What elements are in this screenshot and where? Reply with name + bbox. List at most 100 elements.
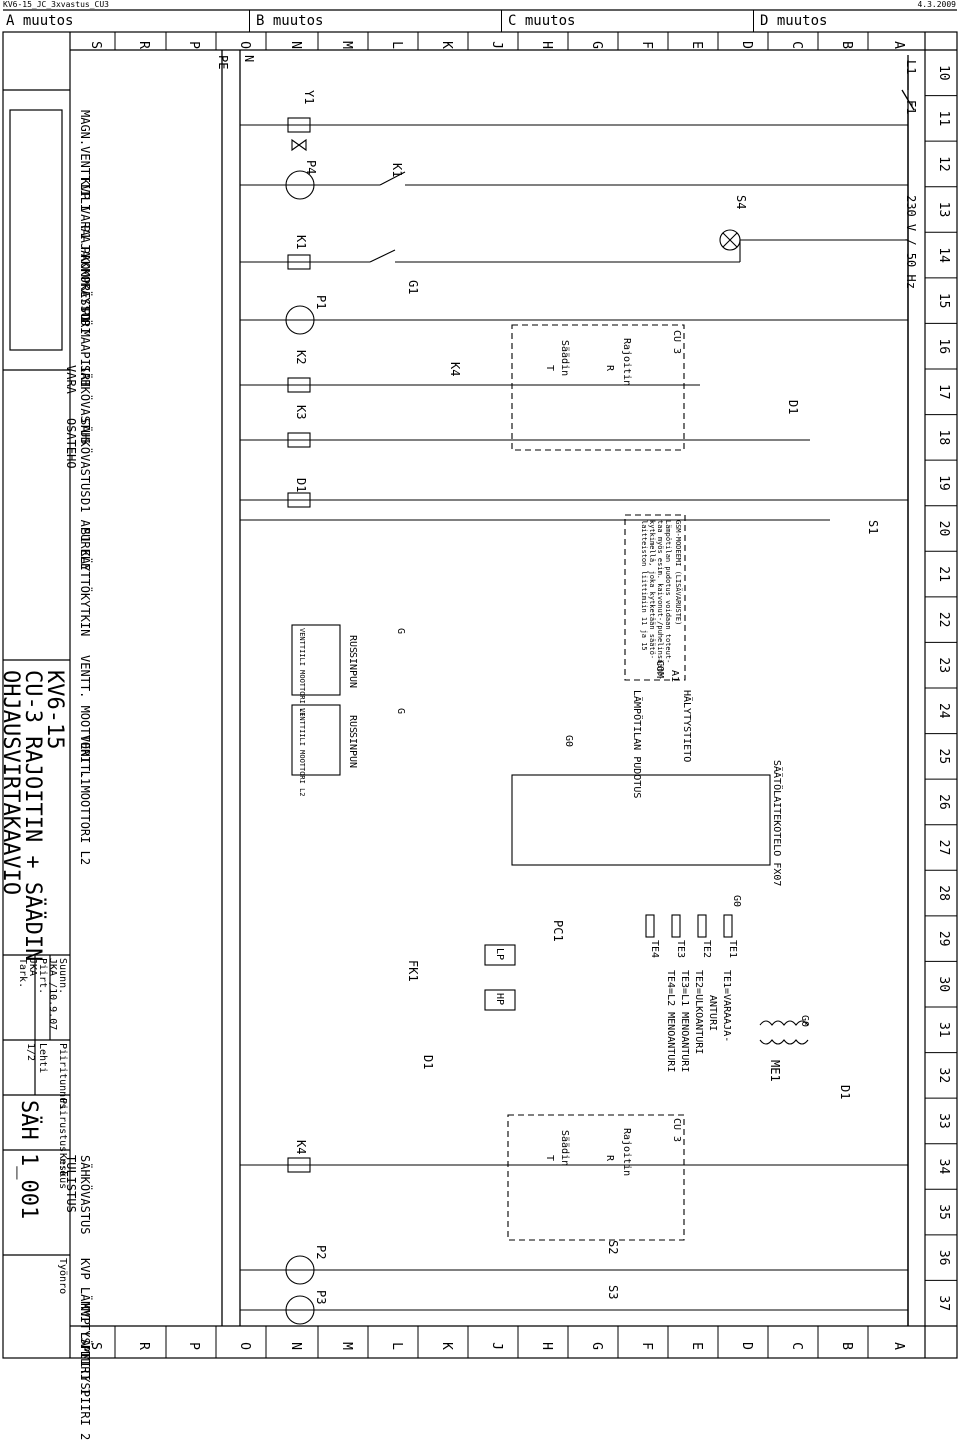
- voltage-label: 230 V / 50 Hz: [904, 195, 918, 289]
- k2-label: K2: [294, 350, 308, 365]
- k1-coil-label: K1: [294, 235, 308, 250]
- te-desc-4: TE4=L2 MENOANTURI: [665, 970, 676, 1073]
- circuit-sahkovastus-vara-2: VARA: [64, 365, 78, 394]
- rajoitin-label: Rajoitin: [621, 338, 632, 387]
- row-letter-top: J: [489, 41, 504, 49]
- column-number: 34: [936, 1159, 951, 1175]
- row-letter-bottom: M: [339, 1342, 354, 1350]
- row-letter-bottom: E: [689, 1342, 704, 1350]
- column-number: 22: [936, 612, 951, 628]
- column-number: 26: [936, 794, 951, 810]
- lehti-value: 1/2: [25, 1043, 36, 1062]
- tark-label: Tark.: [17, 958, 28, 989]
- row-letter-top: M: [339, 41, 354, 49]
- te-desc-2: TE2=ULKOANTURI: [693, 970, 704, 1055]
- column-number: 36: [936, 1250, 951, 1266]
- r-label-lower: R: [604, 1155, 615, 1162]
- column-number: 24: [936, 703, 951, 719]
- row-letter-bottom: N: [288, 1342, 303, 1350]
- suunn-value: JKA /10.9.07: [47, 958, 58, 1031]
- fx07-label: SÄÄTÖLAITEKOTELO FX07: [771, 760, 782, 887]
- row-letter-bottom: S: [88, 1342, 103, 1350]
- r-label: R: [604, 365, 615, 372]
- fk1-label: FK1: [406, 960, 420, 982]
- row-letter-top: C: [789, 41, 804, 49]
- d1-contact-label-2: D1: [421, 1055, 435, 1070]
- p1-label: P1: [314, 295, 328, 310]
- te1-label: TE1: [727, 940, 738, 959]
- column-number: 23: [936, 657, 951, 673]
- column-number: 27: [936, 840, 951, 856]
- s2-label: S2: [606, 1240, 620, 1255]
- p4-label: P4: [304, 160, 318, 175]
- te-desc-1b: ANTURI: [707, 995, 718, 1032]
- column-number: 11: [936, 111, 951, 127]
- column-number: 30: [936, 976, 951, 992]
- row-letter-bottom: B: [839, 1342, 854, 1350]
- column-number: 17: [936, 384, 951, 400]
- row-letter-bottom: P: [186, 1342, 201, 1350]
- zone-c: C muutos: [502, 10, 754, 32]
- circuit-sahkovastus-osateho-1: SÄHKÖVASTUS: [78, 418, 92, 498]
- column-number: 29: [936, 931, 951, 947]
- te-desc-1: TE1=VARAAJA-: [721, 970, 732, 1043]
- go-label-2: G0: [731, 895, 742, 908]
- p2-label: P2: [314, 1245, 328, 1260]
- row-letter-bottom: K: [439, 1342, 454, 1350]
- cu3-label: CU 3: [671, 330, 682, 355]
- row-letter-top: A: [891, 41, 906, 49]
- gsm-note-3: taa myös esim. kaivonut-/puhelinsäätö-: [656, 520, 664, 681]
- row-letter-bottom: G: [589, 1342, 604, 1350]
- row-letter-top: L: [389, 41, 404, 49]
- te2-label: TE2: [701, 940, 712, 959]
- f1-label: F1: [904, 100, 918, 115]
- te-desc-3: TE3=L1 MENOANTURI: [679, 970, 690, 1073]
- column-number: 12: [936, 156, 951, 172]
- s3-label: S3: [606, 1285, 620, 1300]
- zone-a: A muutos: [0, 10, 250, 32]
- column-number: 19: [936, 475, 951, 491]
- column-number: 28: [936, 885, 951, 901]
- g1-label: G1: [406, 280, 420, 295]
- s1-label: S1: [866, 520, 880, 535]
- sin-label-1: SIN: [347, 652, 358, 671]
- row-letter-top: K: [439, 41, 454, 49]
- a1-label: A1: [669, 670, 680, 683]
- g-label-2: G: [395, 708, 406, 715]
- file-strip: KV6-15_JC_3xvastus_CU3 4.3.2009: [0, 0, 960, 10]
- row-letter-top: P: [186, 41, 201, 49]
- k4-contact-label: K4: [448, 362, 462, 377]
- column-number: 35: [936, 1204, 951, 1220]
- vm1-label: VENTTIILI MOOTTORI L1: [298, 628, 306, 717]
- column-number: 31: [936, 1022, 951, 1038]
- te4-label: TE4: [649, 940, 660, 959]
- row-letter-top: R: [136, 41, 151, 49]
- column-number: 15: [936, 293, 951, 309]
- te3-label: TE3: [675, 940, 686, 959]
- circuit-s1: S1 KÄYTTÖKYTKIN: [78, 528, 92, 637]
- column-number: 32: [936, 1068, 951, 1084]
- lp-label: LP: [494, 948, 505, 961]
- t-label: T: [544, 365, 555, 372]
- cu3-label-lower: CU 3: [671, 1118, 682, 1143]
- row-letter-top: F: [639, 41, 654, 49]
- t-label-lower: T: [544, 1155, 555, 1162]
- g-label-1: G: [395, 628, 406, 635]
- column-number: 33: [936, 1113, 951, 1129]
- file-date: 4.3.2009: [917, 0, 956, 9]
- k3-label: K3: [294, 405, 308, 420]
- d1-contact-label-3: D1: [838, 1085, 852, 1100]
- row-letter-bottom: C: [789, 1342, 804, 1350]
- column-number: 21: [936, 566, 951, 582]
- l1-label: L1: [904, 60, 918, 75]
- circuit-kvp-lammitys-2: KVP LÄMMITYSPIIRI 2: [78, 1303, 92, 1440]
- saadin-label: Säädin: [559, 340, 570, 377]
- me1-label: ME1: [768, 1060, 782, 1082]
- row-letter-top: N: [288, 41, 303, 49]
- row-letter-bottom: O: [237, 1342, 252, 1350]
- d1-coil-label: D1: [294, 478, 308, 493]
- go-label: G0: [563, 735, 574, 748]
- n-label: N: [242, 55, 256, 63]
- s4-label: S4: [734, 195, 748, 210]
